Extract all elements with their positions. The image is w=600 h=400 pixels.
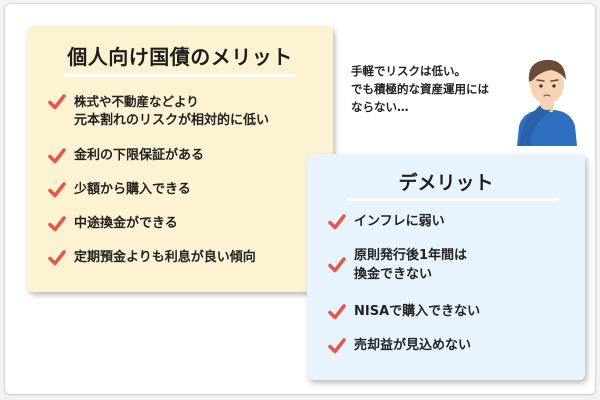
demerit-card: デメリット インフレに弱い 原則発行後1年間は 換金できない NISAで購入でき… — [307, 154, 585, 380]
merit-item-1-text: 金利の下限保証がある — [74, 148, 205, 163]
demerit-item-0-text: インフレに弱い — [354, 214, 445, 229]
note-line-0: 手軽でリスクは低い。 — [351, 64, 466, 78]
demerit-item-1: 原則発行後1年間は 換金できない — [327, 246, 467, 284]
check-icon — [47, 248, 67, 268]
demerit-item-0: インフレに弱い — [327, 212, 445, 232]
merit-item-1: 金利の下限保証がある — [47, 146, 204, 166]
merit-item-4: 定期預金よりも利息が良い傾向 — [47, 248, 256, 268]
check-icon — [47, 214, 67, 234]
merit-title: 個人向け国債のメリット — [67, 45, 293, 69]
demerit-item-2: NISAで購入できない — [327, 302, 480, 322]
speech-note: 手軽でリスクは低い。 でも積極的な資産運用には ならない… — [351, 62, 489, 116]
demerit-item-2-text: NISAで購入できない — [354, 304, 481, 319]
demerit-item-3: 売却益が見込めない — [327, 336, 471, 356]
demerit-item-1-line-1: 換金できない — [354, 267, 433, 282]
check-icon — [47, 180, 67, 200]
note-line-1: でも積極的な資産運用には — [351, 82, 489, 96]
check-icon — [47, 146, 67, 166]
merit-title-underline — [65, 74, 295, 77]
check-icon — [327, 302, 347, 322]
demerit-item-1-line-0: 原則発行後1年間は — [354, 248, 468, 263]
merit-item-0-line-1: 元本割れのリスクが相対的に低い — [74, 113, 270, 128]
merit-card: 個人向け国債のメリット 株式や不動産などより 元本割れのリスクが相対的に低い 金… — [27, 26, 333, 292]
check-icon — [47, 92, 67, 112]
note-line-2: ならない… — [351, 100, 409, 114]
demerit-title: デメリット — [398, 172, 494, 194]
merit-item-2: 少額から購入できる — [47, 180, 191, 200]
check-icon — [327, 212, 347, 232]
merit-item-3-text: 中途換金ができる — [74, 216, 178, 231]
check-icon — [327, 336, 347, 356]
infographic-frame: 個人向け国債のメリット 株式や不動産などより 元本割れのリスクが相対的に低い 金… — [4, 3, 596, 395]
thinking-person-icon — [511, 46, 583, 152]
merit-item-2-text: 少額から購入できる — [74, 182, 191, 197]
merit-item-0: 株式や不動産などより 元本割れのリスクが相対的に低い — [47, 92, 269, 130]
merit-item-0-line-0: 株式や不動産などより — [74, 94, 199, 109]
check-icon — [327, 255, 347, 275]
demerit-title-underline — [347, 198, 559, 201]
merit-item-4-text: 定期預金よりも利息が良い傾向 — [74, 250, 256, 265]
demerit-item-3-text: 売却益が見込めない — [354, 338, 472, 353]
merit-item-3: 中途換金ができる — [47, 214, 178, 234]
